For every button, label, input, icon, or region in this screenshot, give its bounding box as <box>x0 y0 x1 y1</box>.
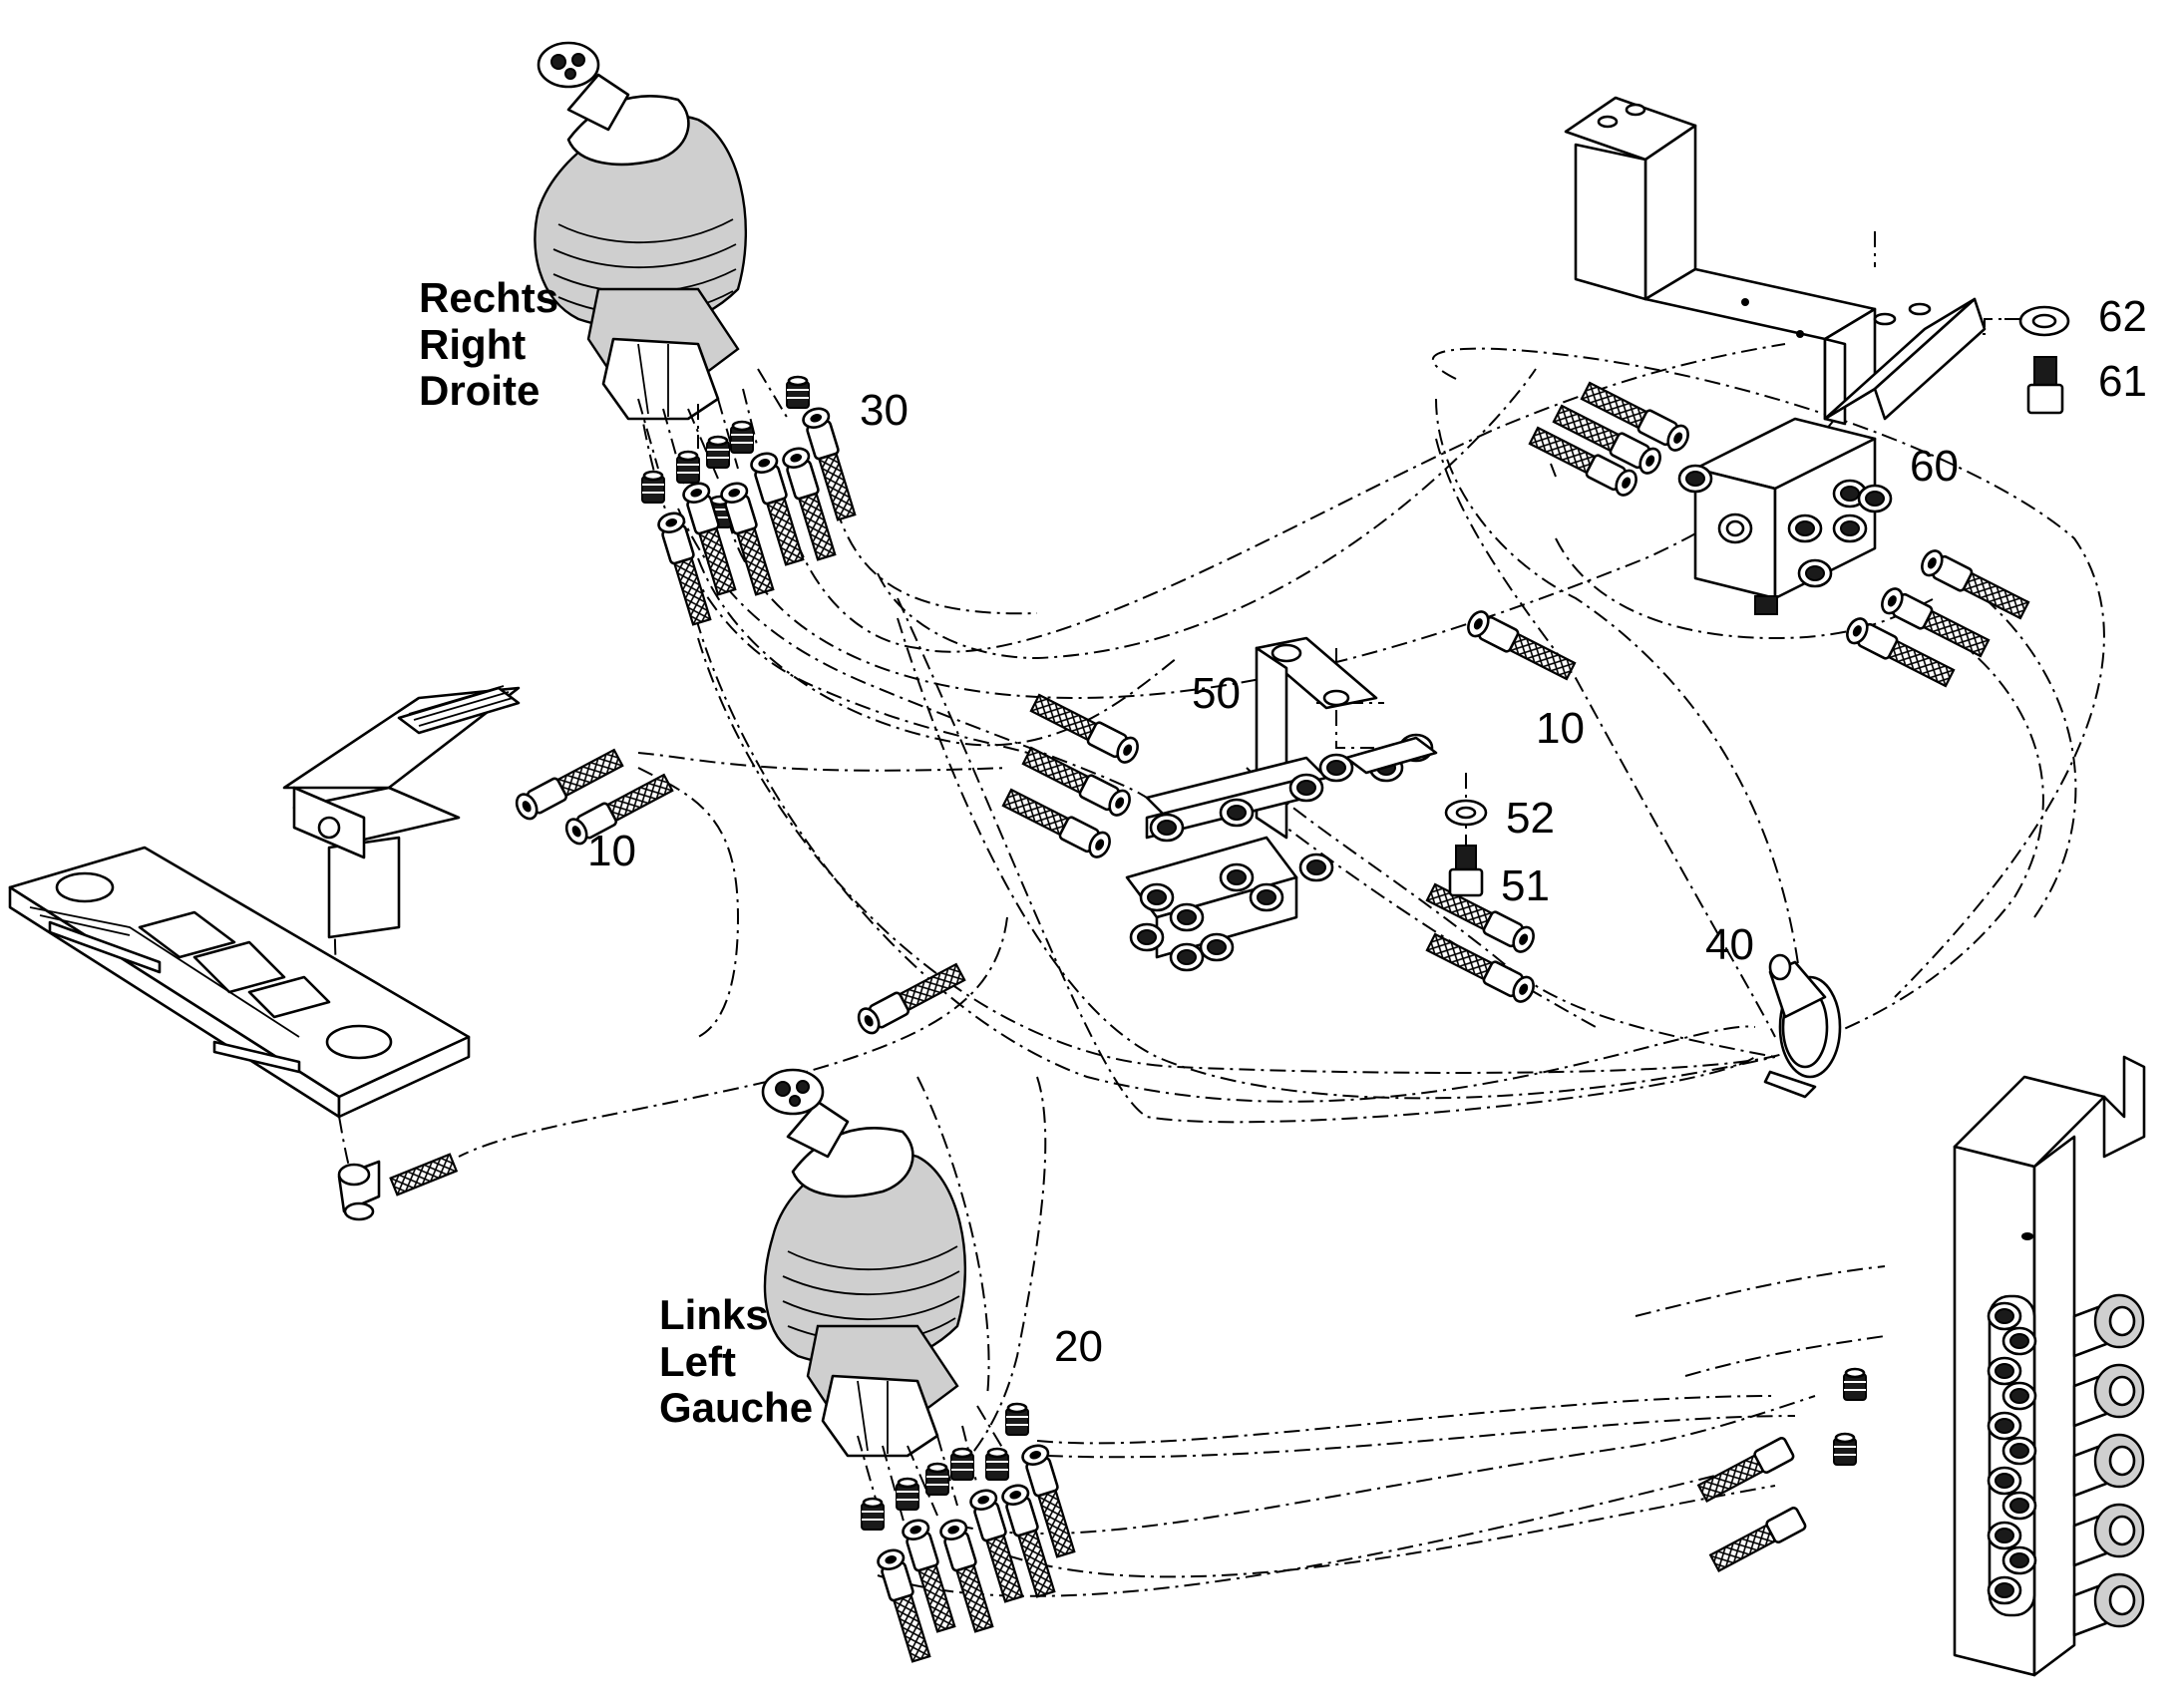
callout-10-center: 10 <box>1536 704 1585 753</box>
bolt-51 <box>1448 845 1484 897</box>
callout-10-pedal: 10 <box>587 827 636 875</box>
callout-62: 62 <box>2098 292 2147 341</box>
callout-51: 51 <box>1501 861 1550 910</box>
left-label-en: Left <box>659 1338 736 1385</box>
right-joystick-fittings <box>637 368 861 627</box>
valve-block <box>1677 417 1893 615</box>
callout-50: 50 <box>1192 669 1241 718</box>
washer-52 <box>1444 799 1488 827</box>
callout-40: 40 <box>1705 920 1754 969</box>
callout-20: 20 <box>1054 1322 1103 1371</box>
left-joystick-fittings <box>857 1402 1080 1664</box>
hose-routing-lines <box>333 231 2105 1597</box>
right-label-fr: Droite <box>419 367 540 414</box>
callout-30: 30 <box>860 386 908 435</box>
washer-62 <box>2018 305 2070 337</box>
right-joystick <box>534 41 748 421</box>
foot-pedal <box>282 685 521 939</box>
pedal-hoses <box>511 745 968 1038</box>
right-label-de: Rechts <box>419 274 558 321</box>
panel-connector-hoses <box>1696 1367 1868 1572</box>
connector-panel <box>1953 1055 2146 1677</box>
floor-plate <box>8 846 471 1119</box>
upper-mounting-bracket <box>1564 96 1987 426</box>
left-joystick-label: Links Left Gauche <box>659 1291 813 1431</box>
right-label-en: Right <box>419 321 526 368</box>
left-label-de: Links <box>659 1291 769 1338</box>
left-joystick <box>761 1068 967 1458</box>
callout-61: 61 <box>2098 357 2147 406</box>
center-bracket <box>1125 636 1438 972</box>
elbow-fitting <box>337 1153 459 1221</box>
right-joystick-label: Rechts Right Droite <box>419 274 558 414</box>
callout-60: 60 <box>1910 442 1959 491</box>
left-label-fr: Gauche <box>659 1384 813 1431</box>
bolt-61 <box>2026 356 2064 415</box>
callout-52: 52 <box>1506 794 1555 843</box>
grommet <box>1763 953 1842 1099</box>
